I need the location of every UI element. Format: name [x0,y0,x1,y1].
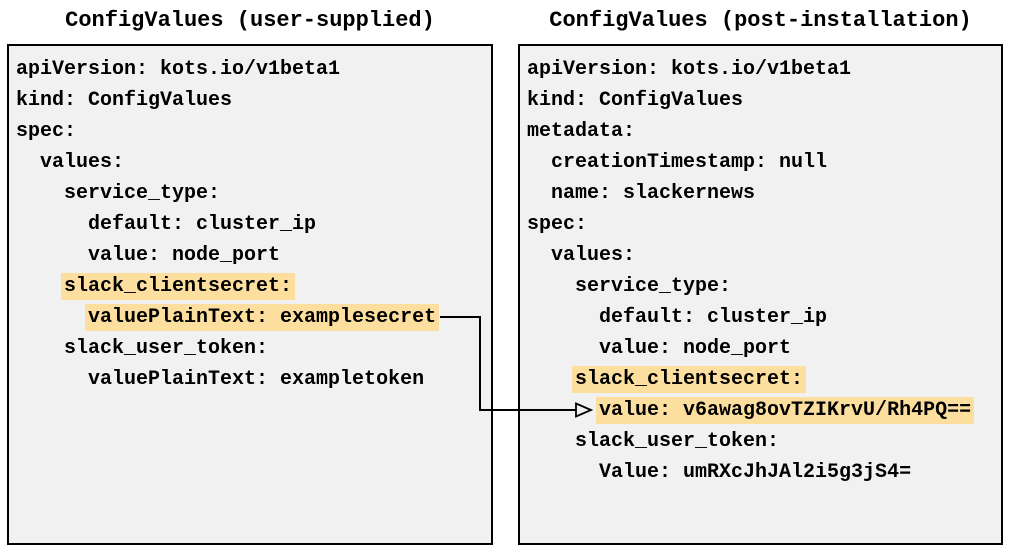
yaml-line: slack_user_token: [527,426,997,457]
yaml-text: metadata: [527,120,636,143]
yaml-line: kind: ConfigValues [16,85,487,116]
highlighted-yaml-text: valuePlainText: examplesecret [85,304,440,331]
yaml-line: apiVersion: kots.io/v1beta1 [16,54,487,85]
yaml-text: slack_user_token: [64,337,269,360]
yaml-text: creationTimestamp: null [551,151,828,174]
yaml-line: kind: ConfigValues [527,85,997,116]
yaml-line: metadata: [527,116,997,147]
config-panel-post-installation: apiVersion: kots.io/v1beta1 kind: ConfigV… [518,44,1003,545]
yaml-line: value: node_port [16,240,487,271]
yaml-text: Value: umRXcJhJAl2i5g3jS4= [599,461,912,484]
yaml-text: service_type: [64,182,221,205]
yaml-text: value: node_port [599,337,792,360]
yaml-line: default: cluster_ip [527,302,997,333]
yaml-line: service_type: [527,271,997,302]
yaml-text: spec: [16,120,77,143]
yaml-text: values: [40,151,125,174]
yaml-text: default: cluster_ip [599,306,828,329]
yaml-text: apiVersion: kots.io/v1beta1 [16,58,341,81]
yaml-line: spec: [16,116,487,147]
yaml-line: values: [16,147,487,178]
yaml-line: valuePlainText: exampletoken [16,364,487,395]
panel-title-post-installation: ConfigValues (post-installation) [549,8,972,33]
yaml-line: name: slackernews [527,178,997,209]
yaml-line: slack_clientsecret: [527,364,997,395]
yaml-line: Value: umRXcJhJAl2i5g3jS4= [527,457,997,488]
yaml-code-user-supplied: apiVersion: kots.io/v1beta1 kind: ConfigV… [9,46,491,395]
yaml-line: value: node_port [527,333,997,364]
panel-title-user-supplied: ConfigValues (user-supplied) [65,8,435,33]
yaml-line: valuePlainText: examplesecret [16,302,487,333]
yaml-text: kind: ConfigValues [527,89,744,112]
highlighted-yaml-text: slack_clientsecret: [572,366,807,393]
yaml-line: spec: [527,209,997,240]
config-panel-user-supplied: apiVersion: kots.io/v1beta1 kind: ConfigV… [7,44,493,545]
yaml-text: valuePlainText: exampletoken [88,368,425,391]
yaml-text: values: [551,244,636,267]
yaml-line: slack_clientsecret: [16,271,487,302]
yaml-line: slack_user_token: [16,333,487,364]
yaml-line: apiVersion: kots.io/v1beta1 [527,54,997,85]
yaml-line: service_type: [16,178,487,209]
yaml-text: slack_user_token: [575,430,780,453]
yaml-line: value: v6awag8ovTZIKrvU/Rh4PQ== [527,395,997,426]
yaml-text: spec: [527,213,588,236]
yaml-line: default: cluster_ip [16,209,487,240]
yaml-text: value: node_port [88,244,281,267]
highlighted-yaml-text: slack_clientsecret: [61,273,296,300]
yaml-line: creationTimestamp: null [527,147,997,178]
yaml-text: name: slackernews [551,182,756,205]
yaml-text: kind: ConfigValues [16,89,233,112]
yaml-text: service_type: [575,275,732,298]
yaml-line: values: [527,240,997,271]
yaml-text: default: cluster_ip [88,213,317,236]
yaml-text: apiVersion: kots.io/v1beta1 [527,58,852,81]
yaml-code-post-installation: apiVersion: kots.io/v1beta1 kind: ConfigV… [520,46,1001,488]
highlighted-yaml-text: value: v6awag8ovTZIKrvU/Rh4PQ== [596,397,975,424]
